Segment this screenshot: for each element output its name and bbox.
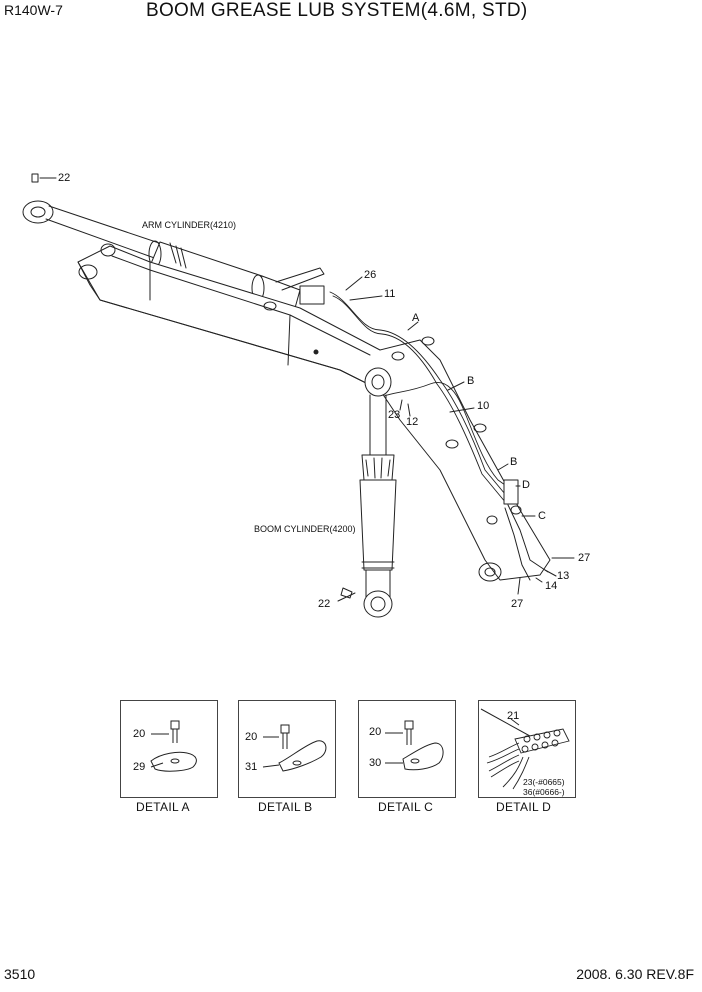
detail-a-part-20: 20 [133, 728, 146, 740]
grease-manifold-drawing [480, 708, 570, 790]
grease-fitting-22-bottom [340, 587, 353, 599]
detail-c-part-30: 30 [369, 757, 382, 769]
detail-a-panel: 20 29 [120, 700, 218, 798]
clamp-bolt-drawing-c [385, 720, 444, 771]
boom-cylinder-rod [369, 394, 387, 456]
clamp-bolt-drawing-b [262, 724, 327, 772]
detail-c-label: DETAIL C [378, 800, 434, 814]
arm-cylinder-eye [22, 200, 54, 224]
model-code: R140W-7 [4, 2, 63, 18]
detail-ref-d: D [522, 479, 530, 491]
callout-27-right: 27 [578, 552, 591, 564]
detail-d-part-21: 21 [507, 710, 520, 722]
arm-cylinder-label: ARM CYLINDER(4210) [142, 220, 237, 230]
detail-ref-b-upper: B [467, 375, 475, 387]
detail-d-panel: 21 23(-#0665) 36(#0666-) [478, 700, 576, 798]
grease-manifold [503, 479, 519, 505]
callout-23: 23 [388, 409, 401, 421]
detail-a-part-29: 29 [133, 761, 146, 773]
callout-13: 13 [557, 570, 570, 582]
detail-ref-a: A [412, 312, 420, 324]
callout-11: 11 [384, 288, 396, 300]
grease-hose-2 [383, 382, 513, 491]
boom-cylinder-eye [364, 367, 392, 397]
boom-cylinder-barrel [359, 479, 397, 571]
grease-fitting-22-top [31, 173, 39, 183]
detail-a-label: DETAIL A [136, 800, 190, 814]
detail-ref-b-lower: B [510, 456, 518, 468]
detail-d-part-23: 23(-#0665) [523, 777, 565, 787]
detail-d-label: DETAIL D [496, 800, 552, 814]
detail-ref-c: C [538, 510, 546, 522]
date-revision: 2008. 6.30 REV.8F [576, 966, 694, 982]
callout-27-bottom: 27 [511, 598, 524, 610]
detail-b-panel: 20 31 [238, 700, 336, 798]
detail-d-part-36: 36(#0666-) [523, 787, 565, 797]
callout-22-top: 22 [58, 172, 71, 184]
grease-hose-1 [329, 291, 511, 501]
detail-b-part-31: 31 [245, 761, 258, 773]
cylinder-head-block [299, 285, 325, 305]
clamp-bolt-drawing-a [150, 720, 197, 772]
callout-26: 26 [364, 269, 377, 281]
detail-b-part-20: 20 [245, 731, 258, 743]
boom-foot-pin-boss [478, 562, 502, 582]
detail-c-part-20: 20 [369, 726, 382, 738]
diagram-title: BOOM GREASE LUB SYSTEM(4.6M, STD) [146, 0, 528, 21]
detail-c-panel: 20 30 [358, 700, 456, 798]
callout-22-bottom: 22 [318, 598, 331, 610]
detail-b-label: DETAIL B [258, 800, 313, 814]
boom-cylinder-label: BOOM CYLINDER(4200) [254, 524, 356, 534]
callout-10: 10 [477, 400, 490, 412]
arm-cylinder-rod [45, 205, 169, 261]
callout-14: 14 [545, 580, 558, 592]
page-number: 3510 [4, 966, 36, 982]
callout-12: 12 [406, 416, 419, 428]
